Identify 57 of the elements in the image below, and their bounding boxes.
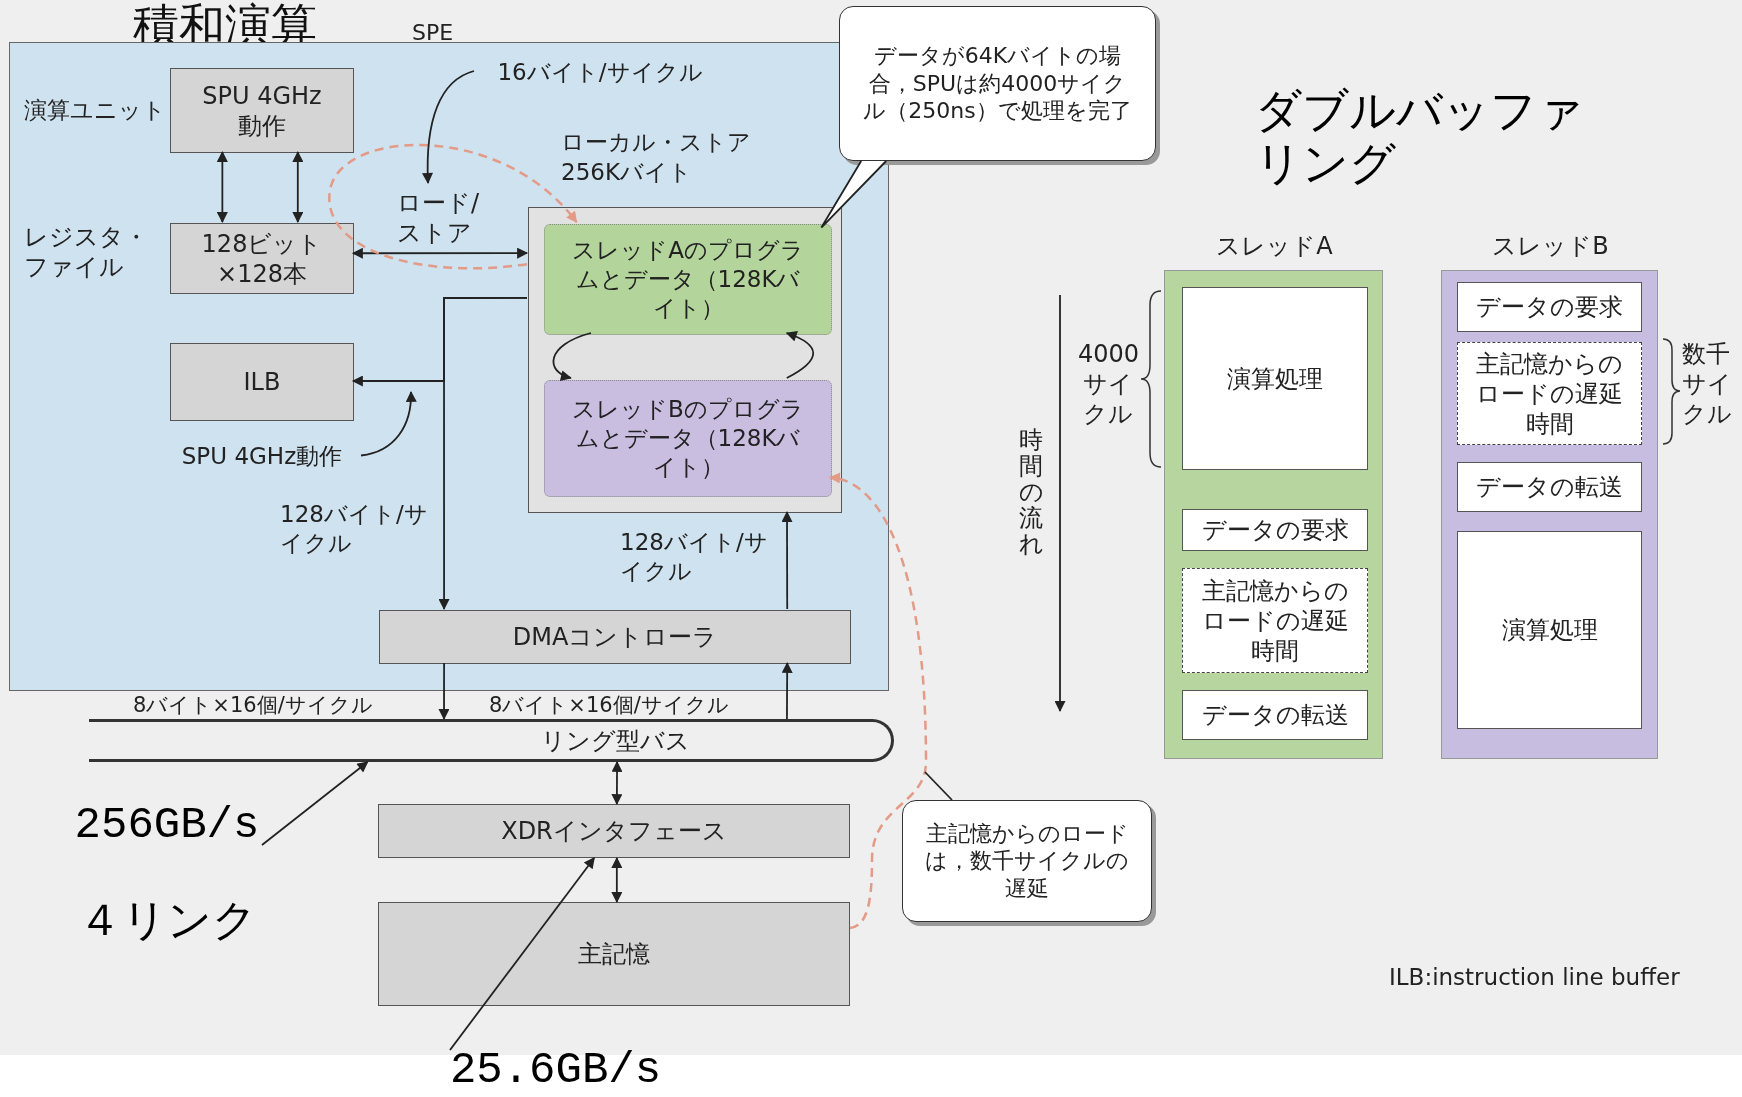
arrow <box>781 661 793 720</box>
step-box: 演算処理 <box>1182 287 1368 470</box>
row-label: 演算ユニット <box>24 96 167 125</box>
ilb-box: ILB <box>170 343 354 421</box>
annotation-text: SPU 4GHz動作 <box>162 440 362 473</box>
memory-box: 主記憶 <box>378 902 850 1006</box>
arrow <box>785 331 815 379</box>
arrow <box>351 296 528 387</box>
dma-box: DMAコントローラ <box>379 610 851 664</box>
heading: ローカル・ストア256Kバイト <box>561 128 752 187</box>
annotation-text: ロード/ストア <box>397 184 497 251</box>
arrow <box>552 332 592 381</box>
arrow <box>828 473 928 930</box>
heading: スレッドB <box>1491 231 1610 262</box>
register-box: 128ビット×128本 <box>170 223 354 294</box>
leader-line <box>360 390 417 457</box>
callout-tail <box>924 771 953 801</box>
annotation-text: 16バイト/サイクル <box>475 56 725 88</box>
arrow <box>351 247 529 259</box>
axis-label: 時間の流れ <box>1018 428 1044 558</box>
step-box: 演算処理 <box>1457 531 1642 729</box>
duration-label: 数千サイクル <box>1682 339 1733 429</box>
interface-box: XDRインタフェース <box>378 804 850 858</box>
bandwidth-label: 128バイト/サイクル <box>280 500 429 558</box>
step-box: 主記憶からのロードの遅延時間 <box>1182 568 1368 673</box>
section-title: ダブルバッファリング <box>1255 84 1585 190</box>
link-count-text: ４リンク <box>78 895 258 946</box>
arrow <box>781 510 793 610</box>
arrow <box>328 144 578 270</box>
arrow <box>611 856 623 904</box>
leader-line <box>449 857 596 1051</box>
arrow <box>292 150 304 224</box>
arrow <box>611 760 623 806</box>
step-box: データの転送 <box>1457 462 1642 512</box>
step-box: 主記憶からのロードの遅延時間 <box>1457 342 1642 445</box>
thread-memory-box: スレッドAのプログラムとデータ（128Kバイト） <box>544 224 832 335</box>
bandwidth-label: 8バイト×16個/サイクル <box>489 692 730 719</box>
callout-tail <box>820 160 888 229</box>
bandwidth-text: 25.6GB/s <box>450 1045 661 1095</box>
arrow <box>438 662 450 721</box>
arrow <box>216 150 228 224</box>
bandwidth-text: 256GB/s <box>72 800 262 850</box>
step-box: データの要求 <box>1182 509 1368 551</box>
step-box: データの転送 <box>1182 690 1368 740</box>
bandwidth-label: 8バイト×16個/サイクル <box>133 692 374 719</box>
heading: スレッドA <box>1215 231 1334 262</box>
step-box: データの要求 <box>1457 282 1642 332</box>
row-label: レジスタ・ファイル <box>24 222 149 282</box>
leader-line <box>422 70 475 185</box>
heading: SPE <box>412 19 455 47</box>
bandwidth-label: 128バイト/サイクル <box>620 528 769 586</box>
leader-line <box>261 761 369 846</box>
duration-label: 4000サイクル <box>1078 339 1138 429</box>
footnote: ILB:instruction line buffer <box>1389 963 1681 992</box>
spu-box: SPU 4GHz動作 <box>170 68 354 153</box>
thread-memory-box: スレッドBのプログラムとデータ（128Kバイト） <box>544 380 832 497</box>
ring-bus: リング型バス <box>89 719 894 762</box>
